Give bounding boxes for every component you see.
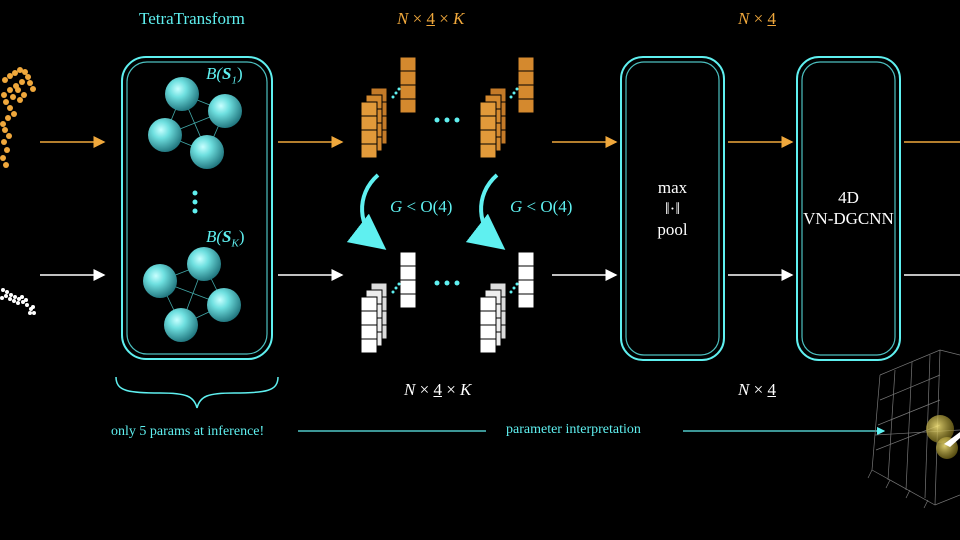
orange-feature-stack-right xyxy=(479,56,535,159)
white-feature-stack-right xyxy=(479,251,535,354)
basis-close: ) xyxy=(238,227,245,246)
ellipsis-dots-icon xyxy=(509,282,519,294)
curved-arrow-left-icon xyxy=(346,173,387,250)
dim-n: N xyxy=(738,380,750,399)
basis-close: ) xyxy=(237,64,243,83)
curved-arrow-right-icon xyxy=(465,173,506,250)
dgcnn-line-1: 4D xyxy=(838,188,859,207)
dim-four: 4 xyxy=(767,380,776,399)
vertical-ellipsis-icon xyxy=(192,190,198,214)
dim-four: 4 xyxy=(767,9,776,28)
group-g: G xyxy=(510,197,523,216)
pool-line-2: ‖·‖ xyxy=(664,199,681,218)
yellow-sphere-icon xyxy=(926,415,954,443)
pool-line-1: max xyxy=(657,178,688,197)
dim-times: × xyxy=(419,380,430,399)
params-note: only 5 params at inference! xyxy=(111,424,265,439)
dim-times: × xyxy=(753,9,764,28)
top-dims-n4: N × 4 xyxy=(738,9,776,29)
basis-s: S xyxy=(222,227,232,246)
tetra-transform-box xyxy=(121,56,273,360)
orange-point-cloud-icon xyxy=(0,67,36,168)
sphere-basis-bottom-icon xyxy=(143,247,241,342)
basis-b: B( xyxy=(206,227,223,246)
pool-box xyxy=(620,56,725,361)
dgcnn-box xyxy=(796,56,901,361)
bottom-dims-nxk: N × 4 × K xyxy=(404,380,471,400)
basis-b: B( xyxy=(206,64,223,83)
group-relation: < O(4) xyxy=(522,197,573,216)
ellipsis-dots-icon xyxy=(391,87,401,99)
dim-times: × xyxy=(446,380,456,399)
white-point-cloud-icon xyxy=(0,288,36,315)
dim-four: 4 xyxy=(433,380,442,399)
dim-n: N xyxy=(404,380,416,399)
brace-icon xyxy=(115,376,279,409)
dgcnn-line-2: VN-DGCNN xyxy=(803,209,894,228)
group-g: G xyxy=(390,197,403,216)
horizontal-ellipsis-top-icon xyxy=(434,117,460,123)
basis-label-first: B(S1) xyxy=(206,64,243,86)
dgcnn-box-label: 4D VN-DGCNN xyxy=(797,187,900,229)
dim-times: × xyxy=(753,380,764,399)
pool-box-label: max ‖·‖ pool xyxy=(621,177,724,240)
dim-n: N xyxy=(738,9,750,28)
dim-k: K xyxy=(453,9,465,28)
dim-times: × xyxy=(412,9,423,28)
dim-k: K xyxy=(460,380,472,399)
horizontal-ellipsis-bottom-icon xyxy=(434,280,460,286)
white-shape-icon xyxy=(944,432,960,447)
top-dims-nxk: N × 4 × K xyxy=(397,9,464,29)
basis-subscript: K xyxy=(231,237,239,250)
basis-s: S xyxy=(222,64,232,83)
bottom-dims-n4: N × 4 xyxy=(738,380,776,400)
basis-subscript: 1 xyxy=(231,74,238,87)
ellipsis-dots-icon xyxy=(509,87,519,99)
orange-feature-stack-left xyxy=(360,56,417,159)
pool-line-3: pool xyxy=(657,220,688,239)
white-feature-stack-left xyxy=(360,251,417,354)
basis-label-last: B(SK) xyxy=(206,227,245,249)
dim-n: N xyxy=(397,9,409,28)
sphere-basis-top-icon xyxy=(148,77,242,169)
group-label-right: G < O(4) xyxy=(510,197,572,217)
dim-times: × xyxy=(439,9,449,28)
group-relation: < O(4) xyxy=(402,197,453,216)
dim-four: 4 xyxy=(426,9,435,28)
ellipsis-dots-icon xyxy=(391,282,401,294)
interpretation-label: parameter interpretation xyxy=(506,422,641,437)
tetra-transform-title: TetraTransform xyxy=(139,9,245,28)
group-label-left: G < O(4) xyxy=(390,197,452,217)
